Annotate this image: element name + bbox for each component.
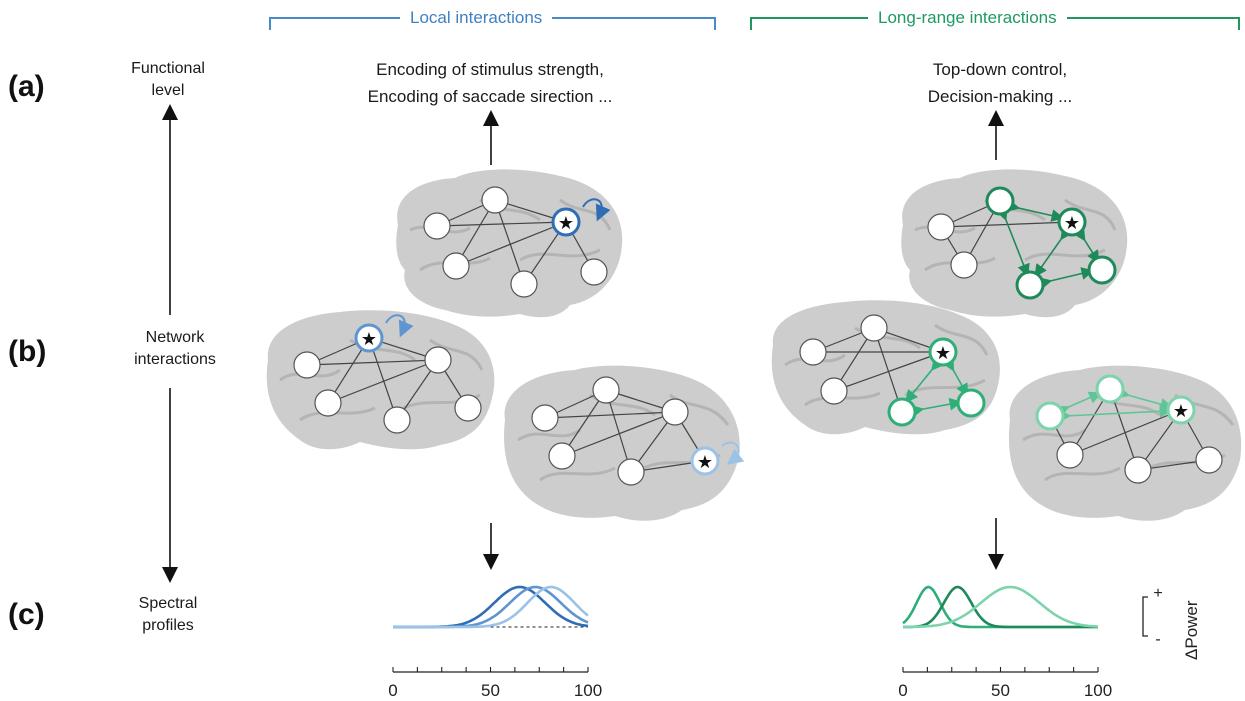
- brain-long-top: ★: [901, 169, 1128, 318]
- power-minus: -: [1155, 631, 1160, 648]
- functional-level-label: Functional level: [131, 60, 205, 99]
- long-range-interactions-header: Long-range interactions: [868, 8, 1067, 28]
- axis-tick-label: 50: [991, 681, 1010, 700]
- local-interactions-header: Local interactions: [400, 8, 553, 28]
- power-plus: +: [1153, 585, 1162, 602]
- svg-text:★: ★: [935, 343, 951, 363]
- svg-text:★: ★: [1173, 401, 1189, 421]
- panel-label-c: (c): [8, 598, 45, 631]
- axis-tick-label: 100: [1084, 681, 1112, 700]
- spectrum-curve-local-0: [393, 585, 589, 629]
- axis-tick-label: 100: [574, 681, 602, 700]
- brain-local-top: ★: [396, 169, 623, 318]
- local-function-text: Encoding of stimulus strength, Encoding …: [367, 60, 613, 106]
- panel-label-a: (a): [8, 70, 45, 103]
- delta-power-label: ΔPower: [1182, 600, 1201, 660]
- spectrum-local: 0 50 100: [388, 585, 602, 700]
- panel-label-b: (b): [8, 335, 47, 368]
- level-axis-arrow: [162, 104, 178, 583]
- spectrum-curve-long_range-2: [902, 585, 1099, 629]
- spectrum-long-range: 0 50 100: [898, 585, 1112, 700]
- spectral-profiles-label: Spectral profiles: [138, 595, 198, 634]
- brain-local-right: ★: [504, 365, 745, 521]
- svg-text:★: ★: [558, 213, 574, 233]
- axis-tick-label: 0: [388, 681, 397, 700]
- delta-power-scale: + - ΔPower: [1142, 585, 1201, 660]
- spectral-plots: 0 50 100 0 50 100 + - ΔPower: [388, 585, 1201, 700]
- spectrum-curve-long_range-1: [903, 585, 1098, 629]
- long-range-function-text: Top-down control, Decision-making ...: [927, 60, 1073, 106]
- spectrum-curve-local-2: [393, 585, 589, 629]
- svg-text:★: ★: [1064, 213, 1080, 233]
- brain-local-left: ★: [266, 310, 495, 450]
- brain-long-right: ★: [1008, 365, 1242, 521]
- axis-tick-label: 50: [481, 681, 500, 700]
- network-interactions-label: Network interactions: [134, 329, 216, 368]
- brain-long-left: ★: [771, 300, 1000, 435]
- axis-tick-label: 0: [898, 681, 907, 700]
- svg-text:★: ★: [361, 329, 377, 349]
- svg-text:★: ★: [697, 452, 713, 472]
